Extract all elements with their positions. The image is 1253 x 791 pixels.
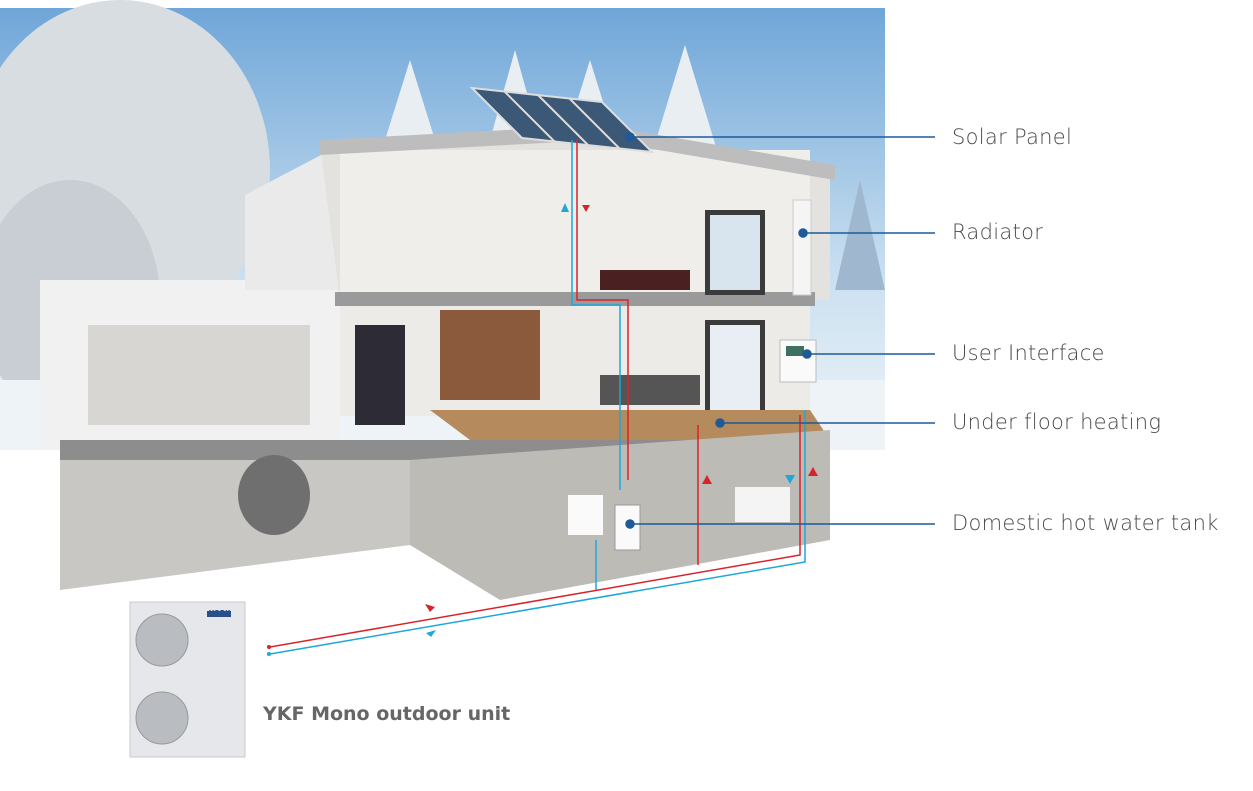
house — [40, 125, 835, 600]
radiator — [792, 199, 812, 296]
hot-flow-arrow-icon — [702, 475, 712, 484]
flow-arrows — [425, 203, 818, 637]
callout-domestic-hot-water-tank: Domestic hot water tank — [952, 511, 1219, 535]
cold-flow-arrow-icon — [785, 475, 795, 484]
cold-flow-arrow-icon — [426, 630, 436, 637]
york-logo: YORK — [209, 609, 231, 617]
outdoor-unit-image — [129, 601, 271, 758]
cold-flow-arrow-icon — [561, 203, 569, 212]
hot-flow-arrow-icon — [808, 467, 818, 476]
callout-solar-panel: Solar Panel — [952, 125, 1073, 149]
outdoor-unit-title: YKF Mono outdoor unit — [263, 703, 511, 725]
hot-flow-arrow-icon — [582, 205, 590, 212]
hot-flow-arrow-icon — [425, 604, 435, 612]
callout-leader-lines — [625, 132, 935, 529]
hot-water-pipes — [269, 140, 801, 648]
callout-radiator: Radiator — [952, 220, 1044, 244]
callout-user-interface: User Interface — [952, 341, 1105, 365]
cold-water-pipes — [269, 140, 806, 655]
callout-under-floor-heating: Under floor heating — [952, 410, 1162, 434]
solar-panel — [469, 86, 655, 154]
